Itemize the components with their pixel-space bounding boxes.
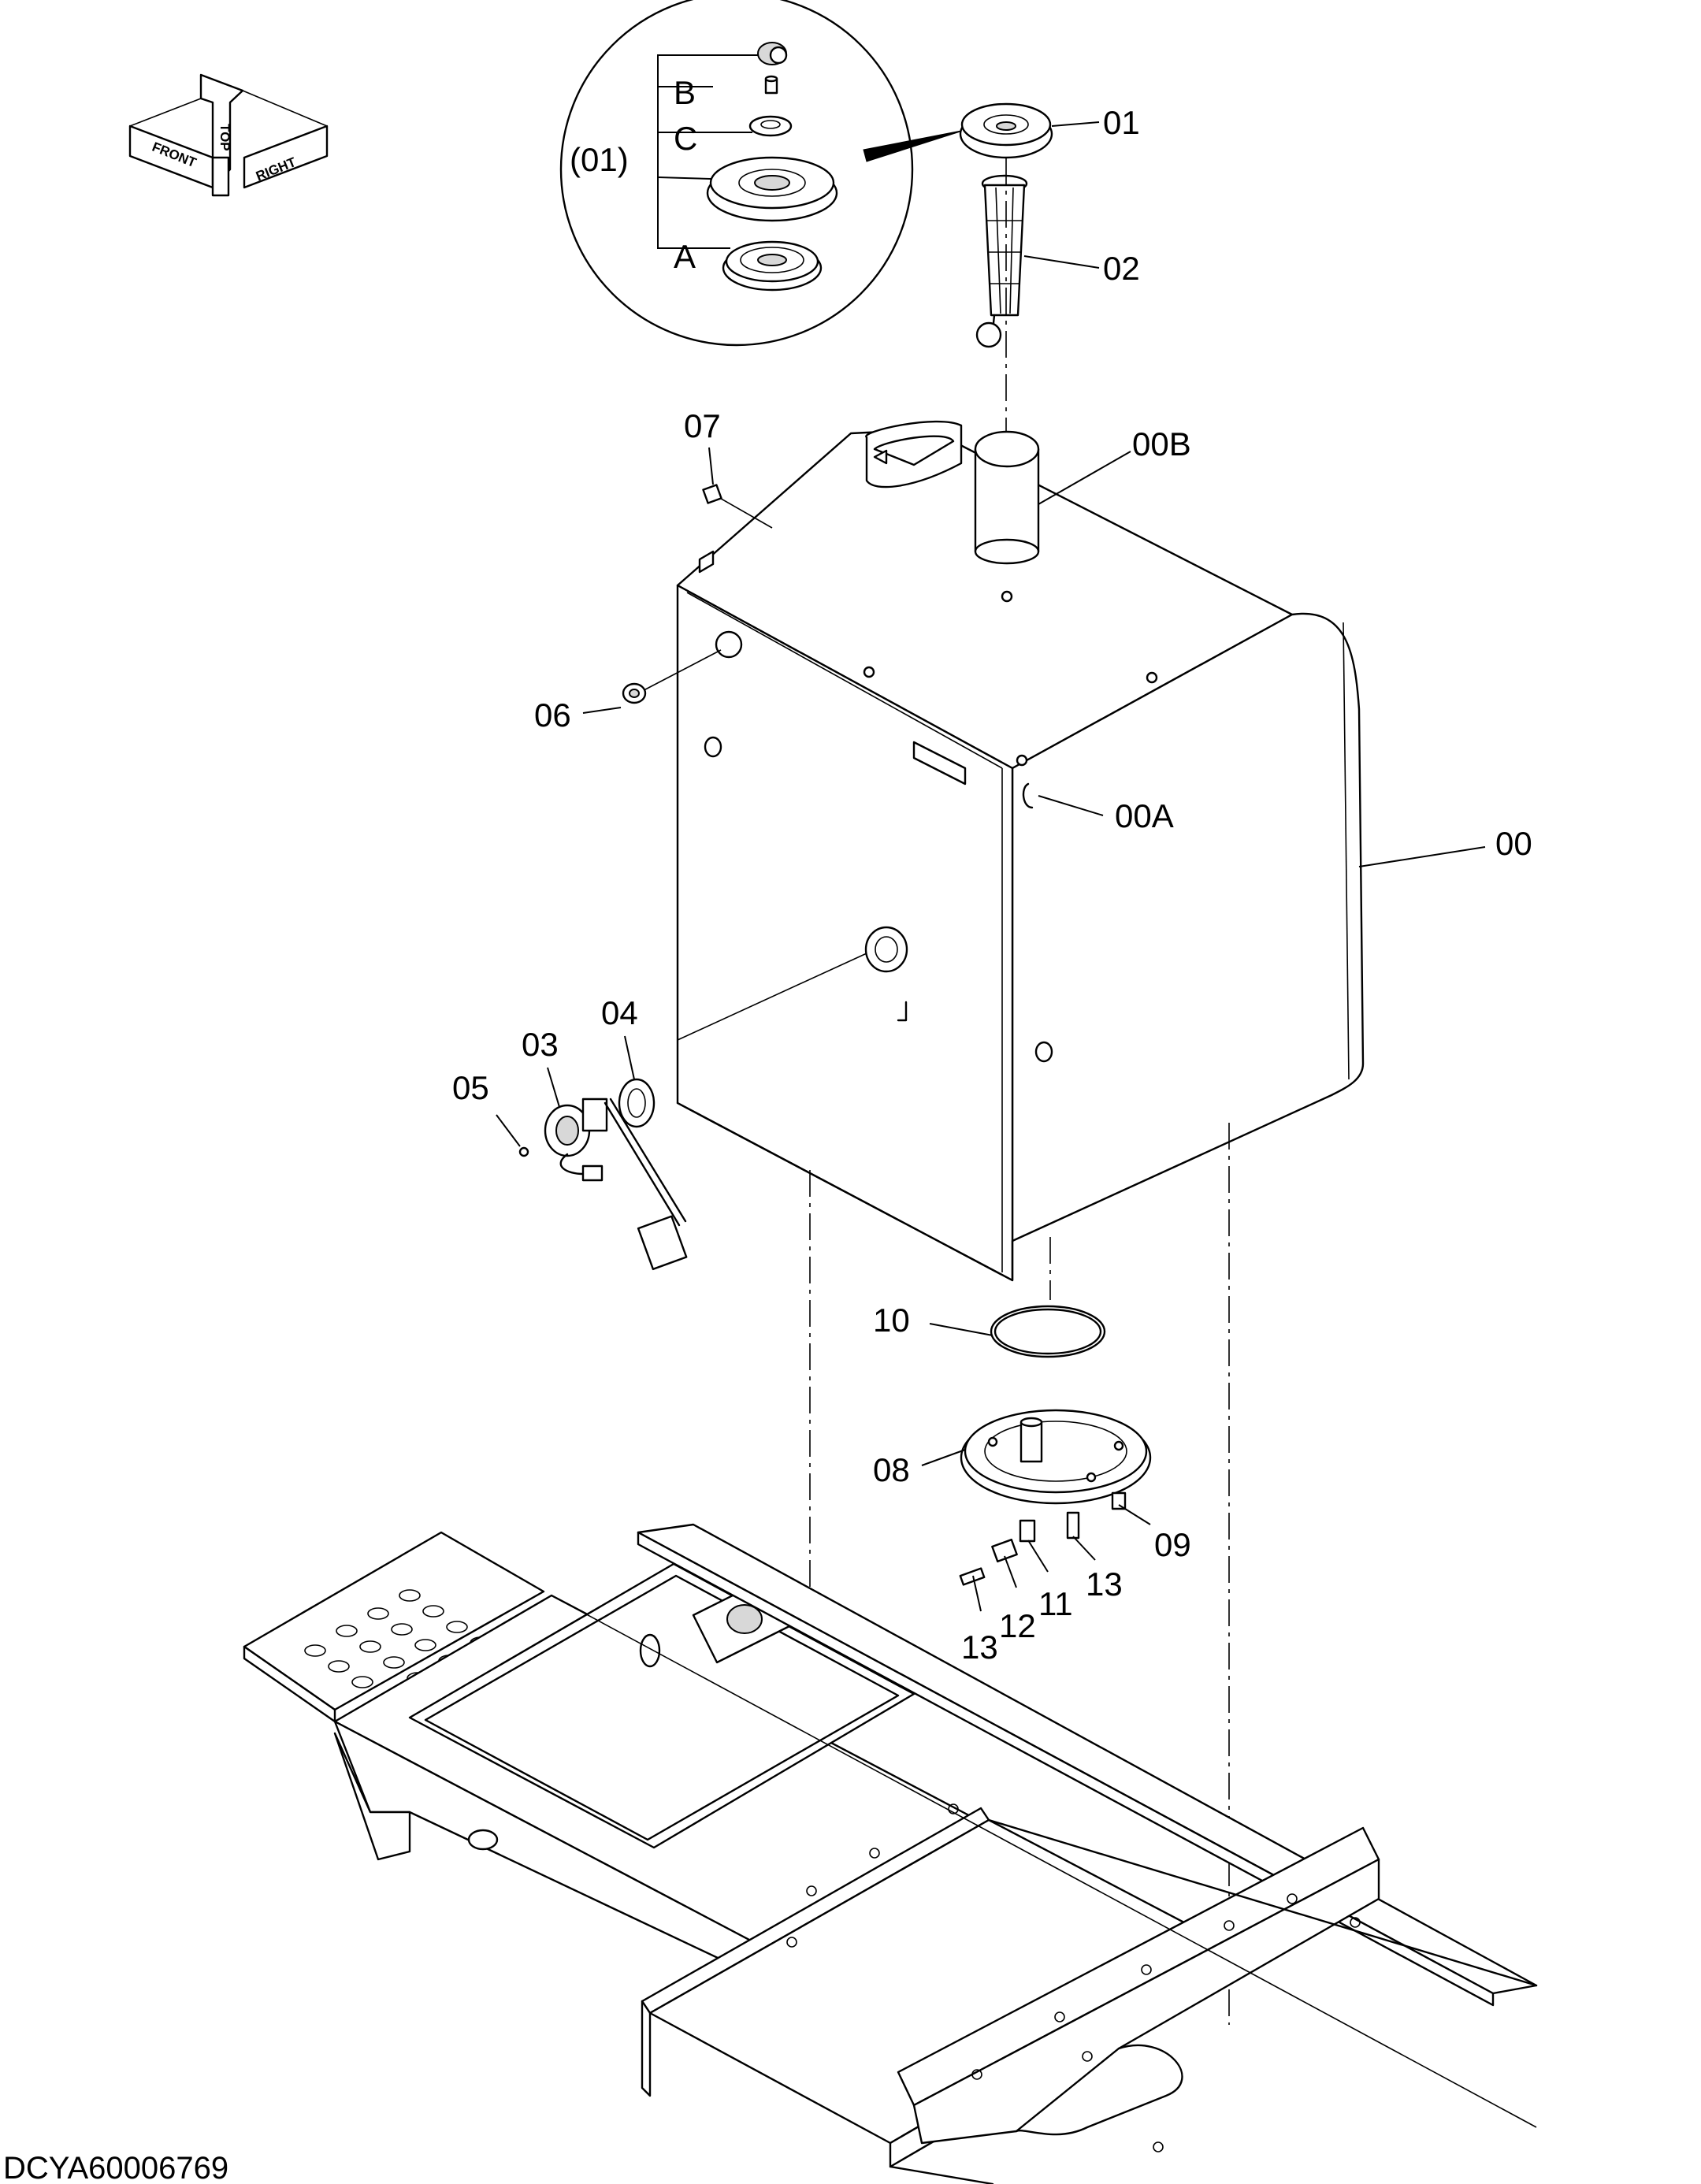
part-label-05: 05 — [452, 1069, 489, 1106]
fuel-tank-00 — [676, 420, 1365, 1282]
leader-lines — [496, 121, 1486, 1612]
part-label-00b: 00B — [1132, 425, 1191, 462]
part-label-13-lower: 13 — [961, 1629, 998, 1666]
bolt-13-upper — [1066, 1511, 1080, 1540]
detail-label-b: B — [674, 74, 696, 111]
cap-knob — [757, 42, 788, 65]
part-label-07: 07 — [684, 407, 721, 444]
cap-base-a — [722, 240, 823, 292]
elbow-11 — [1019, 1519, 1036, 1543]
part-label-00a: 00A — [1115, 797, 1174, 834]
cap-body — [706, 156, 838, 222]
cap-pin-b — [764, 75, 778, 95]
fuel-sender-03 — [544, 1098, 688, 1271]
part-labels: 01 02 00B 07 06 00A 00 04 03 05 10 08 09… — [452, 104, 1532, 1666]
orientation-icon: FRONT TOP RIGHT — [128, 73, 329, 197]
drawing-number: DCYA60006769 — [3, 2151, 228, 2184]
part-label-09: 09 — [1154, 1526, 1191, 1563]
cap-washer-c — [748, 115, 793, 137]
flange-plate-08 — [960, 1409, 1152, 1505]
detail-label-assembly: (01) — [570, 141, 629, 178]
part-label-03: 03 — [522, 1026, 559, 1063]
part-label-12: 12 — [999, 1607, 1036, 1644]
part-label-04: 04 — [601, 994, 638, 1031]
part-label-00: 00 — [1495, 825, 1532, 862]
detail-label-c: C — [674, 120, 697, 157]
part-label-11: 11 — [1038, 1585, 1073, 1622]
gasket-04 — [618, 1078, 656, 1128]
detail-label-a: A — [674, 238, 696, 275]
part-label-02: 02 — [1103, 250, 1140, 287]
screw-05 — [518, 1146, 529, 1157]
cap-detail-callout: B C (01) A — [559, 0, 966, 347]
plug-06 — [622, 682, 647, 704]
bolt-13-lower — [959, 1567, 986, 1586]
mounting-frame — [243, 1523, 1538, 2184]
strainer-02 — [975, 174, 1028, 348]
part-label-13-upper: 13 — [1086, 1566, 1123, 1603]
orientation-label-top: TOP — [217, 124, 232, 151]
adapter-12 — [991, 1538, 1018, 1563]
o-ring-10 — [990, 1305, 1106, 1358]
bolt-09 — [1111, 1491, 1127, 1510]
part-label-01: 01 — [1103, 104, 1140, 141]
part-label-06: 06 — [534, 696, 571, 734]
filler-cap-01 — [959, 102, 1053, 159]
part-label-10: 10 — [873, 1302, 910, 1339]
plug-07 — [702, 484, 722, 504]
part-label-08: 08 — [873, 1451, 910, 1488]
